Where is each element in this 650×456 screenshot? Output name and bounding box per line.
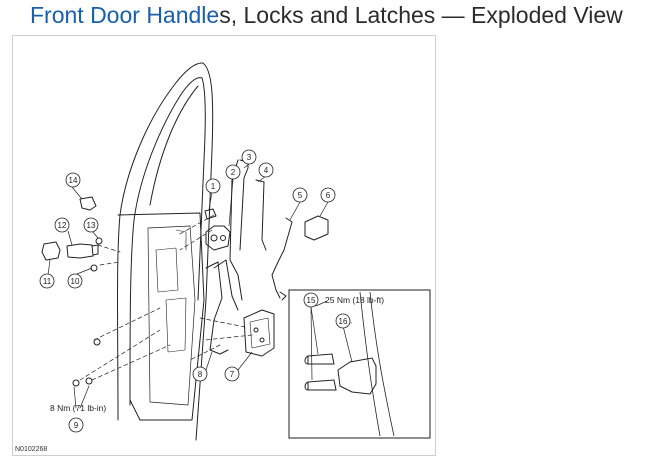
callout-14-label: 14 bbox=[69, 176, 78, 185]
part-16-striker bbox=[337, 357, 377, 395]
callout-3-label: 3 bbox=[247, 153, 252, 162]
part-1-clip bbox=[204, 208, 217, 220]
page-title: Front Door Handles, Locks and Latches — … bbox=[30, 2, 623, 29]
part-5-cable bbox=[271, 217, 293, 299]
callout-13-label: 13 bbox=[87, 221, 96, 230]
callout-12 bbox=[54, 217, 70, 233]
door-inner-cutout bbox=[147, 225, 196, 406]
part-13-nut bbox=[95, 237, 103, 245]
part-8-rod bbox=[205, 261, 229, 355]
callout-4 bbox=[258, 162, 274, 178]
callout-4-label: 4 bbox=[264, 166, 269, 175]
callout-16 bbox=[335, 313, 351, 329]
torque-spec-lower: 8 Nm (71 lb-in) bbox=[50, 403, 106, 413]
callout-5 bbox=[292, 187, 308, 203]
callout-7 bbox=[224, 366, 240, 382]
callout-2-label: 2 bbox=[231, 168, 236, 177]
callout-11 bbox=[39, 273, 55, 289]
diagram-panel bbox=[12, 35, 436, 456]
callout-15 bbox=[303, 292, 319, 308]
callout-10-label: 10 bbox=[71, 277, 80, 286]
callout-5-label: 5 bbox=[298, 191, 303, 200]
callout-3 bbox=[241, 149, 257, 165]
callout-9 bbox=[68, 417, 84, 433]
callout-8 bbox=[192, 366, 208, 382]
callout-16-label: 16 bbox=[339, 317, 348, 326]
title-link[interactable]: Front Door Handle bbox=[30, 2, 220, 28]
part-2-actuator bbox=[205, 225, 231, 251]
part-3-rod bbox=[239, 159, 249, 251]
callout-1-label: 1 bbox=[211, 182, 216, 191]
part-9-screw bbox=[72, 379, 80, 387]
part-15-bolt-upper bbox=[307, 353, 335, 365]
door-frame-window-edge bbox=[149, 85, 199, 206]
callout-15-label: 15 bbox=[307, 296, 316, 305]
part-14-bracket bbox=[79, 196, 97, 211]
door-inner-panel bbox=[117, 212, 205, 421]
title-rest: s, Locks and Latches — Exploded View bbox=[219, 2, 623, 28]
callout-13 bbox=[83, 217, 99, 233]
inset-box bbox=[288, 289, 431, 439]
door-frame-inner bbox=[129, 77, 206, 406]
door-frame-outer bbox=[117, 62, 214, 441]
callout-12-label: 12 bbox=[58, 221, 67, 230]
callout-2 bbox=[225, 164, 241, 180]
part-12-handle bbox=[66, 243, 94, 259]
callout-7-label: 7 bbox=[230, 370, 235, 379]
callout-9-label: 9 bbox=[74, 421, 79, 430]
callout-11-label: 11 bbox=[43, 277, 52, 286]
callout-6 bbox=[320, 187, 336, 203]
part-7-latch bbox=[243, 309, 275, 357]
part-11-bezel bbox=[41, 241, 61, 261]
part-15-bolt-lower bbox=[307, 379, 337, 391]
figure-id: N0102268 bbox=[15, 446, 47, 453]
part-4-rod bbox=[255, 179, 267, 251]
callout-14 bbox=[65, 172, 81, 188]
part-6-latch-cover bbox=[304, 215, 329, 241]
callout-6-label: 6 bbox=[326, 191, 331, 200]
part-2-rod bbox=[229, 159, 243, 301]
torque-spec-upper: 25 Nm (18 lb-ft) bbox=[325, 295, 384, 305]
callout-1 bbox=[205, 178, 221, 194]
callout-8-label: 8 bbox=[198, 370, 203, 379]
callout-10 bbox=[67, 273, 83, 289]
